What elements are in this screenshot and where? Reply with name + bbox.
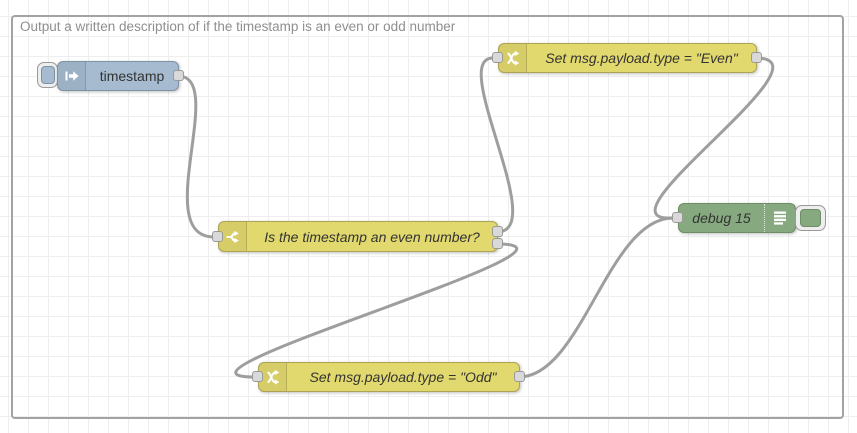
wire-odd-to-debug[interactable] — [517, 216, 675, 379]
node-debug-15[interactable]: debug 15 — [678, 203, 796, 233]
node-switch-even-check[interactable]: Is the timestamp an even number? — [218, 221, 498, 252]
debug-toggle-button-inner — [800, 209, 821, 227]
group-label: Output a written description of if the t… — [20, 19, 456, 34]
wire-switch-to-even[interactable] — [479, 56, 515, 234]
output-port-change-even[interactable] — [751, 52, 762, 63]
input-port-change-even[interactable] — [492, 52, 503, 63]
node-change-even[interactable]: Set msg.payload.type = "Even" — [498, 43, 757, 73]
output-port-change-odd[interactable] — [514, 371, 525, 382]
wire-even-to-debug[interactable] — [653, 56, 775, 220]
input-port-debug[interactable] — [672, 212, 683, 223]
node-label: Set msg.payload.type = "Even" — [545, 50, 738, 66]
inject-trigger-button[interactable] — [37, 62, 58, 88]
change-shuffle-icon — [499, 44, 527, 72]
debug-list-icon — [764, 204, 795, 232]
node-label: timestamp — [99, 68, 165, 84]
wire-switch-to-odd[interactable] — [234, 242, 519, 379]
output-port-switch-2[interactable] — [492, 238, 503, 249]
switch-fork-icon — [219, 222, 247, 251]
inject-arrow-icon — [58, 62, 86, 90]
input-port-switch[interactable] — [212, 231, 223, 242]
debug-toggle-button[interactable] — [795, 205, 826, 231]
node-change-odd[interactable]: Set msg.payload.type = "Odd" — [258, 362, 520, 392]
node-label: Set msg.payload.type = "Odd" — [309, 369, 497, 385]
node-inject-timestamp[interactable]: timestamp — [57, 61, 179, 91]
change-shuffle-icon — [259, 363, 287, 391]
node-label: debug 15 — [692, 210, 751, 226]
wire-inject-to-switch[interactable] — [176, 74, 216, 239]
input-port-change-odd[interactable] — [252, 371, 263, 382]
flow-group[interactable]: Output a written description of if the t… — [11, 15, 844, 419]
inject-trigger-button-inner — [40, 66, 55, 84]
node-label: Is the timestamp an even number? — [264, 228, 480, 245]
output-port-inject[interactable] — [173, 70, 184, 81]
output-port-switch-1[interactable] — [492, 226, 503, 237]
